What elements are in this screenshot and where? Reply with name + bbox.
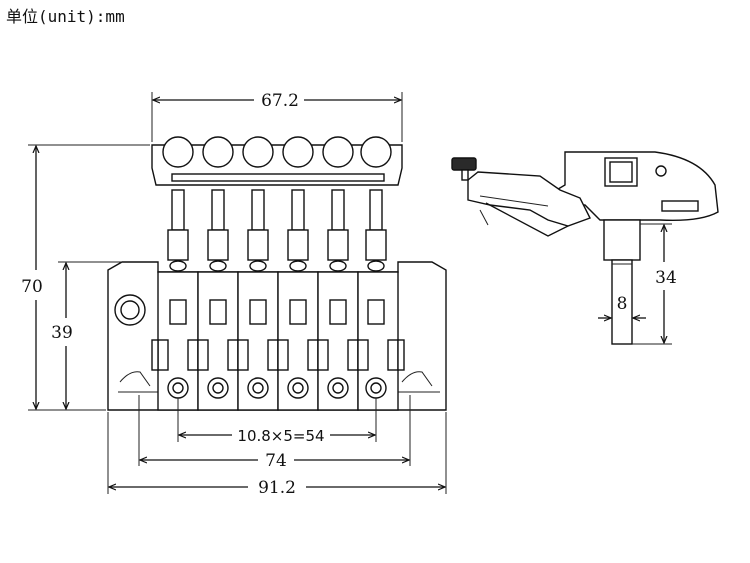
side-post [611, 259, 633, 345]
dim-string-spacing: 10.8×5=54 [237, 427, 324, 445]
right-notch [401, 371, 433, 387]
front-dimensions: 67.2 70 39 10.8×5=54 74 91.2 [21, 91, 447, 498]
saddle-4 [277, 189, 319, 411]
unit-label: 单位(unit):mm [6, 7, 125, 26]
saddle-5 [317, 189, 359, 411]
left-notch [119, 371, 151, 387]
saddle-1 [157, 189, 199, 411]
front-view [107, 136, 447, 411]
saddles [157, 189, 399, 411]
side-string [485, 202, 569, 237]
fine-tuner-knob-5 [322, 136, 354, 168]
saddle-6 [357, 189, 399, 411]
tuner-bar [171, 173, 385, 182]
fine-tuner-knob-1 [162, 136, 194, 168]
dim-post-height: 34 [655, 268, 677, 288]
fine-tuner-knob-4 [282, 136, 314, 168]
side-dimensions: 34 8 [598, 223, 677, 345]
saddle-3 [237, 189, 279, 411]
fine-tuner-knob-2 [202, 136, 234, 168]
fine-tuner-knobs [162, 136, 392, 168]
side-post-block [603, 219, 641, 261]
dim-height-total: 70 [21, 277, 43, 297]
saddle-2 [197, 189, 239, 411]
dim-height-base: 39 [51, 323, 73, 343]
side-knob [451, 157, 477, 171]
dim-base-width: 91.2 [258, 478, 296, 498]
dim-top-width: 67.2 [261, 91, 299, 111]
fine-tuner-knob-6 [360, 136, 392, 168]
dim-mount-spacing: 74 [265, 451, 287, 471]
dim-post-diameter: 8 [617, 294, 628, 314]
side-arm [467, 171, 591, 227]
side-view [451, 151, 719, 345]
fine-tuner-knob-3 [242, 136, 274, 168]
